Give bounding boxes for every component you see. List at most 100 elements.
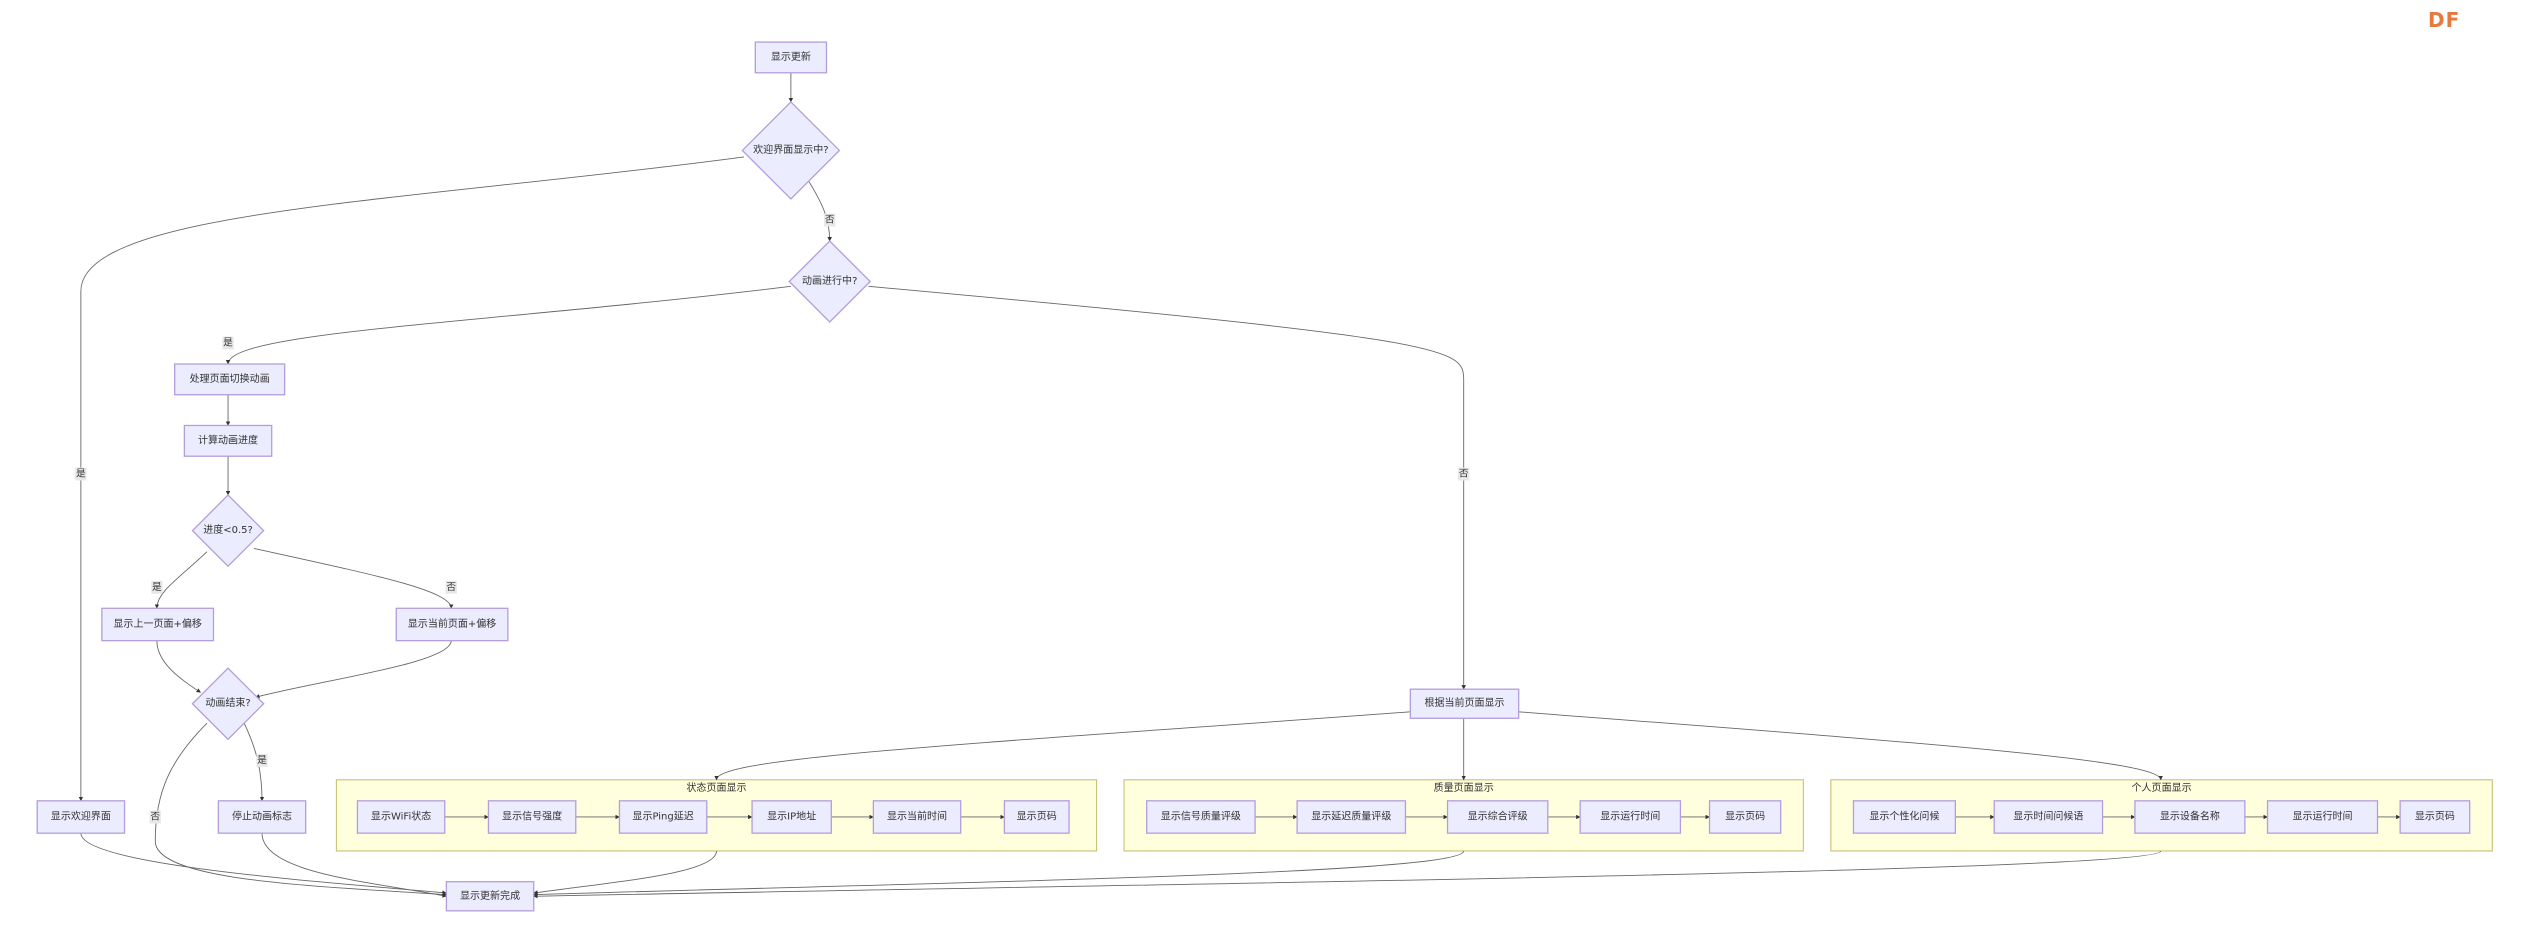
node-box — [174, 363, 286, 396]
flow-node[interactable]: 显示运行时间 — [2266, 800, 2379, 834]
node-label: 进度<0.5? — [203, 523, 253, 536]
flow-node[interactable]: 显示IP地址 — [751, 800, 832, 834]
node-box — [183, 424, 273, 457]
edge-label-yes: 是 — [75, 467, 87, 481]
group-title: 状态页面显示 — [686, 781, 746, 794]
decision-welcome-check[interactable]: 欢迎界面显示中? — [741, 101, 841, 200]
flow-node[interactable]: 显示个性化问候 — [1852, 800, 1957, 834]
node-by-page[interactable]: 根据当前页面显示 — [1409, 688, 1520, 719]
node-box — [872, 800, 962, 834]
node-label: 显示综合评级 — [1468, 809, 1528, 822]
node-box — [356, 800, 446, 834]
node-start[interactable]: 显示更新 — [754, 41, 828, 74]
flow-node[interactable]: 显示延迟质量评级 — [1296, 800, 1407, 834]
flow-node[interactable]: 显示时间问候语 — [1993, 800, 2104, 834]
node-label: 显示延迟质量评级 — [1311, 809, 1391, 822]
edge-label-bg — [75, 467, 87, 481]
flow-node[interactable]: 显示当前时间 — [872, 800, 962, 834]
edge-label-yes: 是 — [151, 580, 163, 594]
flow-edge — [714, 711, 1411, 781]
node-label: 显示运行时间 — [2292, 809, 2352, 822]
flow-node[interactable]: 显示页码 — [1003, 800, 1070, 834]
flow-edge — [533, 850, 1465, 897]
node-label: 计算动画进度 — [198, 433, 258, 446]
flow-node[interactable]: 显示页码 — [2399, 800, 2471, 834]
group-title: 质量页面显示 — [1434, 782, 1494, 794]
node-box — [217, 800, 307, 834]
node-box — [1852, 800, 1957, 834]
decision-anim-check[interactable]: 动画进行中? — [788, 240, 872, 323]
edge-label-text: 是 — [223, 336, 233, 348]
node-box — [445, 881, 535, 912]
group-box — [335, 779, 1098, 852]
edge-label-bg — [256, 753, 268, 767]
node-box — [1579, 800, 1682, 834]
flow-node[interactable]: 显示页码 — [1708, 800, 1782, 834]
node-box — [1146, 800, 1256, 834]
node-label: 显示设备名称 — [2160, 809, 2220, 822]
edge-label-text: 否 — [446, 581, 456, 593]
flow-node[interactable]: 显示综合评级 — [1446, 800, 1549, 834]
flow-edge — [156, 640, 201, 693]
flow-edge — [868, 285, 1466, 690]
flow-edge — [261, 833, 447, 898]
edge-label-text: 否 — [1459, 468, 1469, 480]
node-handle-anim[interactable]: 处理页面切换动画 — [174, 363, 286, 396]
flow-node[interactable]: 显示信号强度 — [487, 800, 577, 834]
node-box — [1446, 800, 1549, 834]
node-label: 显示IP地址 — [767, 809, 816, 822]
node-show-prev[interactable]: 显示上一页面+偏移 — [101, 607, 215, 642]
decision-diamond — [788, 240, 872, 323]
node-show-welcome[interactable]: 显示欢迎界面 — [36, 800, 126, 834]
node-label: 显示更新 — [771, 50, 811, 63]
flow-node[interactable]: 显示设备名称 — [2134, 800, 2246, 834]
node-stop-anim[interactable]: 停止动画标志 — [217, 800, 307, 834]
node-label: 显示时间问候语 — [2013, 809, 2083, 822]
flow-edge — [808, 180, 832, 242]
decision-progress-check[interactable]: 进度<0.5? — [191, 494, 265, 568]
node-box — [751, 800, 832, 834]
flow-edge — [255, 640, 452, 699]
df-logo: DF — [2428, 8, 2461, 32]
node-label: 停止动画标志 — [232, 809, 292, 822]
edge-label-no: 否 — [824, 214, 836, 227]
edge-label-no: 否 — [445, 581, 457, 594]
flow-node[interactable]: 显示运行时间 — [1579, 800, 1682, 834]
flow-edge — [533, 850, 2162, 899]
edge-label-yes: 是 — [256, 753, 268, 767]
edge-label-text: 否 — [825, 214, 835, 226]
edge-label-no: 否 — [149, 810, 161, 824]
node-label: 欢迎界面显示中? — [753, 143, 828, 156]
decision-diamond — [191, 667, 265, 741]
flow-node[interactable]: 显示WiFi状态 — [356, 800, 446, 834]
node-label: 显示当前页面+偏移 — [408, 617, 497, 630]
flow-edge — [533, 850, 717, 895]
node-box — [2399, 800, 2471, 834]
node-box — [36, 800, 126, 834]
node-box — [101, 607, 215, 642]
node-done[interactable]: 显示更新完成 — [445, 881, 535, 912]
edge-label-text: 否 — [150, 810, 160, 822]
node-box — [1409, 688, 1520, 719]
node-label: 显示WiFi状态 — [371, 809, 431, 822]
flow-edge — [80, 833, 447, 895]
node-label: 显示更新完成 — [460, 889, 520, 902]
flow-edge — [154, 551, 208, 609]
node-calc-progress[interactable]: 计算动画进度 — [183, 424, 273, 457]
flow-node[interactable]: 显示Ping延迟 — [618, 800, 708, 834]
node-box — [1296, 800, 1407, 834]
node-label: 动画进行中? — [802, 274, 857, 287]
node-label: 显示上一页面+偏移 — [113, 617, 202, 630]
node-label: 显示信号强度 — [502, 809, 562, 822]
node-box — [487, 800, 577, 834]
flow-edge — [253, 547, 454, 609]
node-show-curr[interactable]: 显示当前页面+偏移 — [395, 607, 509, 642]
edge-label-bg — [149, 810, 161, 824]
decision-anim-end-check[interactable]: 动画结束? — [191, 667, 265, 741]
group-title: 个人页面显示 — [2132, 782, 2192, 794]
node-label: 显示Ping延迟 — [632, 809, 693, 822]
flow-node[interactable]: 显示信号质量评级 — [1146, 800, 1256, 834]
status-page-group: 状态页面显示 — [335, 779, 1098, 852]
edge-label-bg — [151, 580, 163, 594]
node-box — [618, 800, 708, 834]
